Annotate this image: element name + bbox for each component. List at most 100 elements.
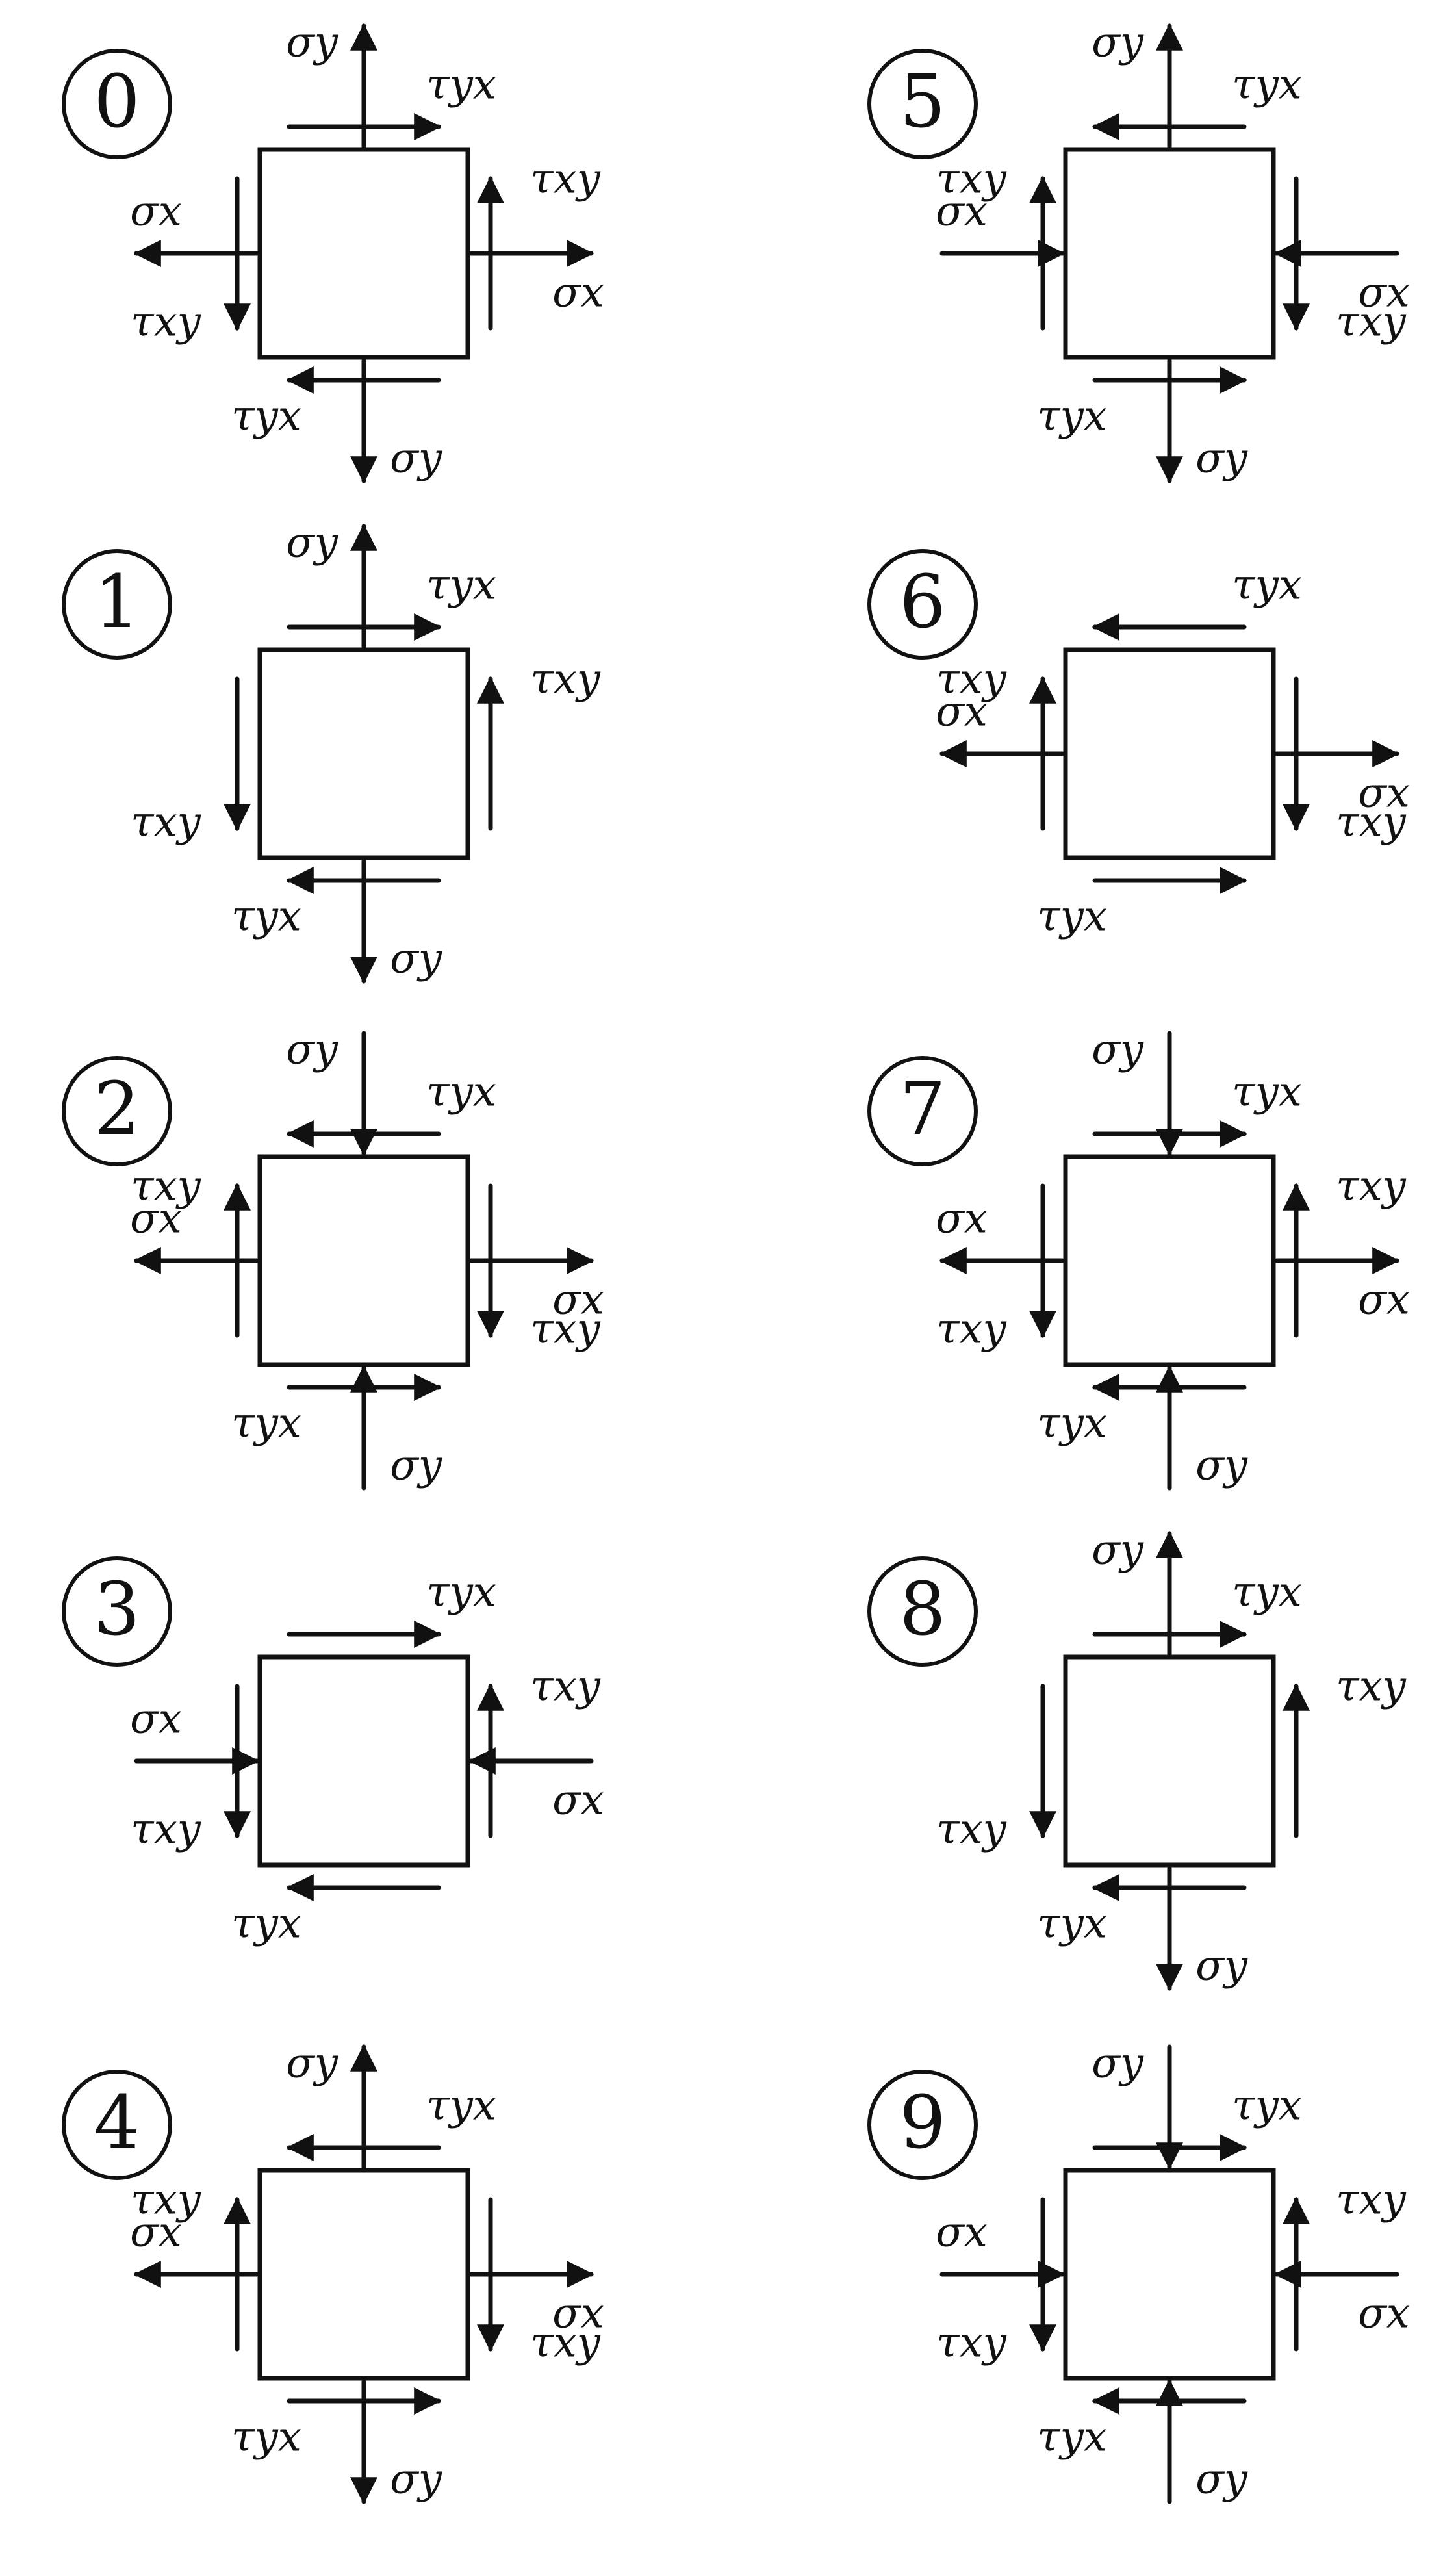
sigma-y-label: σy — [286, 1026, 338, 1074]
sigma-x-label: σx — [130, 1195, 182, 1243]
tau-xy-label: τxy — [530, 1305, 601, 1354]
tau-yx-label: τyx — [1232, 2082, 1302, 2130]
tau-xy-label: τxy — [936, 155, 1007, 203]
sigma-x-label: σx — [1358, 269, 1410, 317]
sigma-y-label: σy — [1092, 2040, 1144, 2088]
diagram-number: 6 — [899, 560, 945, 645]
sigma-y-label: σy — [1195, 1442, 1248, 1490]
diagram-number: 5 — [899, 60, 945, 144]
sigma-y-label: σy — [1092, 1526, 1144, 1574]
diagram-number: 1 — [94, 560, 140, 645]
diagram-number: 2 — [94, 1067, 140, 1151]
sigma-x-label: σx — [552, 269, 604, 317]
sigma-x-label: σx — [130, 1695, 182, 1743]
tau-yx-label: τyx — [1232, 61, 1302, 109]
tau-xy-label: τxy — [131, 799, 201, 847]
tau-yx-label: τyx — [231, 1400, 301, 1448]
sigma-x-label: σx — [1358, 2290, 1410, 2338]
sigma-x-label: σx — [936, 188, 988, 236]
tau-xy-label: τxy — [1336, 1162, 1407, 1211]
diagram-number: 7 — [899, 1067, 945, 1151]
sigma-x-label: σx — [936, 688, 988, 736]
element-square — [257, 147, 470, 360]
sigma-x-label: σx — [1358, 1276, 1410, 1324]
diagram-number: 0 — [94, 60, 140, 144]
number-circle — [867, 549, 978, 660]
tau-yx-label: τyx — [1037, 392, 1107, 441]
tau-xy-label: τxy — [1336, 1663, 1407, 1711]
element-square — [257, 2168, 470, 2381]
tau-xy-label: τxy — [530, 1663, 601, 1711]
element-square — [1063, 1154, 1276, 1367]
tau-yx-label: τyx — [231, 2413, 301, 2461]
tau-yx-label: τyx — [1037, 1900, 1107, 1948]
tau-xy-label: τxy — [131, 1162, 201, 1211]
sigma-y-label: σy — [390, 935, 442, 983]
tau-xy-label: τxy — [936, 1806, 1007, 1854]
element-square — [257, 647, 470, 860]
sigma-x-label: σx — [552, 1276, 604, 1324]
tau-xy-label: τxy — [936, 1305, 1007, 1354]
tau-yx-label: τyx — [231, 392, 301, 441]
tau-yx-label: τyx — [1037, 1400, 1107, 1448]
diagram-number: 8 — [899, 1567, 945, 1652]
sigma-y-label: σy — [286, 2040, 338, 2088]
sigma-x-label: σx — [130, 2209, 182, 2257]
sigma-x-label: σx — [936, 1195, 988, 1243]
element-square — [1063, 147, 1276, 360]
number-circle — [867, 1056, 978, 1166]
sigma-y-label: σy — [1195, 2456, 1248, 2504]
element-square — [1063, 647, 1276, 860]
tau-yx-label: τyx — [1037, 893, 1107, 941]
tau-yx-label: τyx — [426, 1068, 496, 1116]
tau-yx-label: τyx — [1037, 2413, 1107, 2461]
tau-xy-label: τxy — [936, 2319, 1007, 2367]
sigma-y-label: σy — [1092, 1026, 1144, 1074]
diagram-number: 9 — [899, 2081, 945, 2165]
element-square — [1063, 1654, 1276, 1868]
tau-xy-label: τxy — [1336, 799, 1407, 847]
sigma-y-label: σy — [390, 435, 442, 483]
tau-xy-label: τxy — [936, 656, 1007, 704]
tau-xy-label: τxy — [131, 2176, 201, 2224]
number-circle — [62, 2070, 172, 2180]
tau-xy-label: τxy — [131, 1806, 201, 1854]
sigma-x-label: σx — [936, 2209, 988, 2257]
sigma-y-label: σy — [390, 1442, 442, 1490]
sigma-y-label: σy — [1195, 1942, 1248, 1990]
tau-xy-label: τxy — [530, 656, 601, 704]
number-circle — [62, 549, 172, 660]
diagram-number: 4 — [94, 2081, 140, 2165]
element-square — [257, 1154, 470, 1367]
tau-xy-label: τxy — [530, 2319, 601, 2367]
tau-yx-label: τyx — [426, 1569, 496, 1617]
tau-xy-label: τxy — [530, 155, 601, 203]
number-circle — [867, 49, 978, 159]
element-square — [1063, 2168, 1276, 2381]
tau-xy-label: τxy — [131, 298, 201, 346]
sigma-y-label: σy — [390, 2456, 442, 2504]
number-circle — [62, 49, 172, 159]
number-circle — [867, 1556, 978, 1667]
number-circle — [62, 1556, 172, 1667]
sigma-y-label: σy — [1092, 19, 1144, 67]
sigma-x-label: σx — [552, 1777, 604, 1825]
tau-yx-label: τyx — [426, 2082, 496, 2130]
tau-xy-label: τxy — [1336, 298, 1407, 346]
sigma-x-label: σx — [130, 188, 182, 236]
element-square — [257, 1654, 470, 1868]
sigma-x-label: σx — [552, 2290, 604, 2338]
tau-yx-label: τyx — [1232, 561, 1302, 610]
stress-element-3: 3 τyx τyx σx τxy σx τxy — [62, 1556, 604, 1948]
tau-yx-label: τyx — [231, 1900, 301, 1948]
number-circle — [62, 1056, 172, 1166]
diagram-number: 3 — [94, 1567, 140, 1652]
tau-yx-label: τyx — [1232, 1569, 1302, 1617]
